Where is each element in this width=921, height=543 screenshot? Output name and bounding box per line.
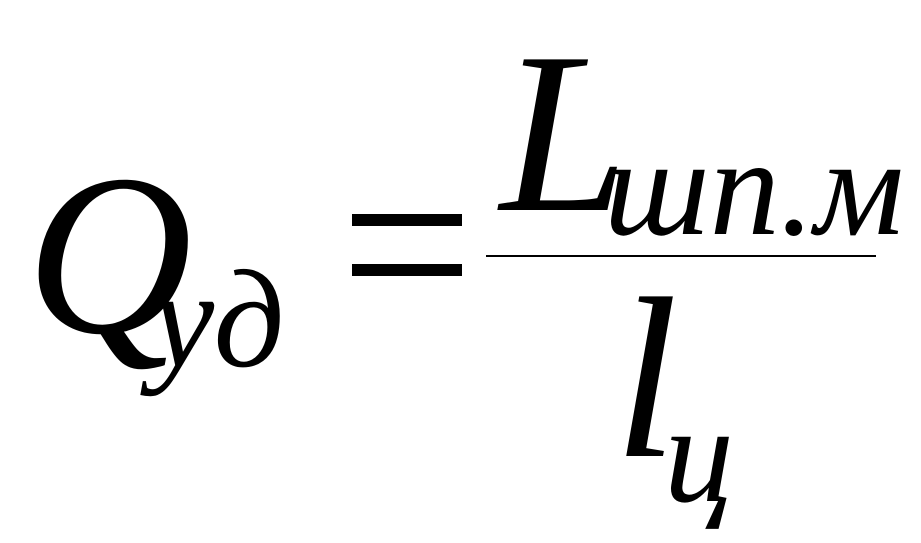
lhs-symbol: Q: [26, 127, 193, 382]
lhs-subscript: уд: [152, 242, 285, 397]
numerator-subscript: шп.м: [604, 110, 905, 265]
equals-bottom-bar: [352, 264, 462, 276]
denominator-symbol: l: [614, 251, 678, 506]
numerator-symbol: L: [500, 5, 628, 260]
equals-top-bar: [352, 214, 462, 226]
equals-sign: [352, 214, 462, 276]
fraction-bar: [486, 255, 876, 257]
denominator-subscript: ц: [664, 377, 734, 532]
